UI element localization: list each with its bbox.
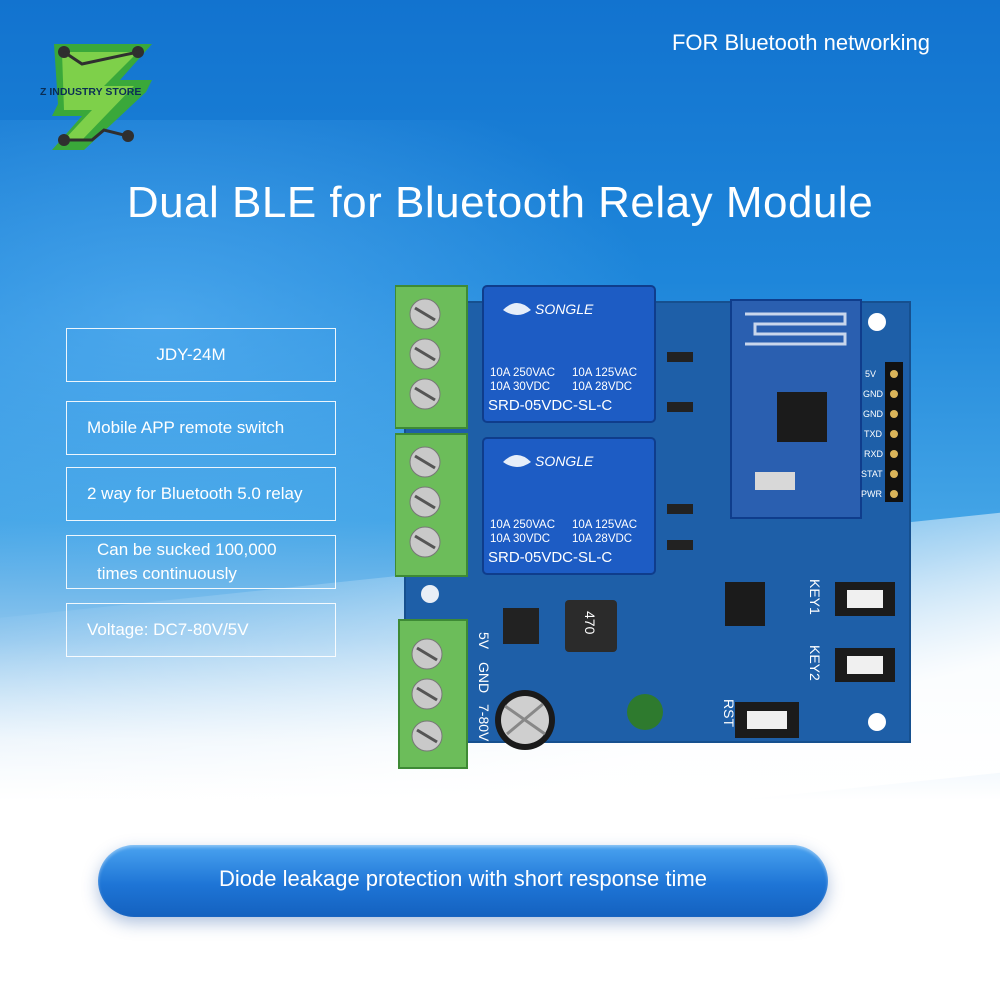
power-label-vin: 7-80V (476, 704, 492, 742)
feature-remote-switch: Mobile APP remote switch (66, 401, 336, 455)
relay-2: SONGLE 10A 250VAC 10A 30VDC 10A 125VAC 1… (482, 437, 656, 575)
relay-rating: 10A 30VDC (490, 533, 550, 545)
pin-label: TXD (864, 429, 883, 439)
feature-banner: Diode leakage protection with short resp… (98, 845, 828, 917)
relay-brand: SONGLE (535, 301, 594, 317)
relay-rating: 10A 28VDC (572, 381, 632, 393)
relay-1: SONGLE 10A 250VAC 10A 30VDC 10A 125VAC 1… (482, 285, 656, 423)
logo-text: Z INDUSTRY STORE (40, 86, 142, 98)
terminal-block-power (398, 619, 468, 769)
feature-durability: Can be sucked 100,000 times continuously (66, 535, 336, 589)
pin-label: PWR (861, 489, 882, 499)
pin-label: STAT (861, 469, 883, 479)
feature-label: JDY-24M (156, 345, 226, 364)
electrolytic-capacitor (495, 690, 555, 750)
relay-rating: 10A 250VAC (490, 519, 555, 531)
inductor: 470 (565, 600, 617, 652)
svg-text:470: 470 (582, 611, 598, 635)
key2-button: KEY2 (807, 645, 895, 682)
terminal-block-relay2 (395, 433, 468, 577)
feature-banner-text: Diode leakage protection with short resp… (219, 866, 707, 891)
svg-text:KEY2: KEY2 (807, 645, 823, 681)
svg-text:KEY1: KEY1 (807, 579, 823, 615)
feature-two-way: 2 way for Bluetooth 5.0 relay (66, 467, 336, 521)
feature-label-line1: Can be sucked 100,000 (97, 540, 277, 559)
feature-label: Voltage: DC7-80V/5V (87, 620, 249, 639)
relay-rating: 10A 30VDC (490, 381, 550, 393)
header-pins: 5V GND GND TXD RXD STAT PWR (861, 362, 903, 502)
store-logo-icon (52, 44, 152, 150)
relay-brand: SONGLE (535, 453, 594, 469)
pin-label: 5V (865, 369, 876, 379)
key1-button: KEY1 (807, 579, 895, 616)
page-title: Dual BLE for Bluetooth Relay Module (126, 178, 874, 227)
svg-text:RST: RST (721, 699, 737, 727)
feature-label: 2 way for Bluetooth 5.0 relay (87, 484, 303, 503)
power-label-5v: 5V (476, 632, 492, 650)
feature-model: JDY-24M (66, 328, 336, 382)
feature-label: Mobile APP remote switch (87, 418, 285, 437)
relay-rating: 10A 250VAC (490, 367, 555, 379)
feature-voltage: Voltage: DC7-80V/5V (66, 603, 336, 657)
pin-label: GND (863, 409, 884, 419)
relay-model: SRD-05VDC-SL-C (488, 397, 612, 414)
bluetooth-module (730, 299, 862, 519)
rst-button: RST (721, 699, 799, 738)
relay-model: SRD-05VDC-SL-C (488, 549, 612, 566)
relay-board-image: 5V GND 7-80V SONGLE 10A 250VAC 10A 30VDC… (395, 285, 911, 769)
tagline: FOR Bluetooth networking (671, 30, 930, 55)
terminal-block-relay1 (395, 285, 468, 429)
pin-label: RXD (864, 449, 884, 459)
relay-rating: 10A 125VAC (572, 367, 637, 379)
feature-label-line2: times continuously (97, 564, 237, 583)
power-label-gnd: GND (476, 662, 492, 693)
relay-rating: 10A 28VDC (572, 533, 632, 545)
pin-label: GND (863, 389, 884, 399)
relay-rating: 10A 125VAC (572, 519, 637, 531)
